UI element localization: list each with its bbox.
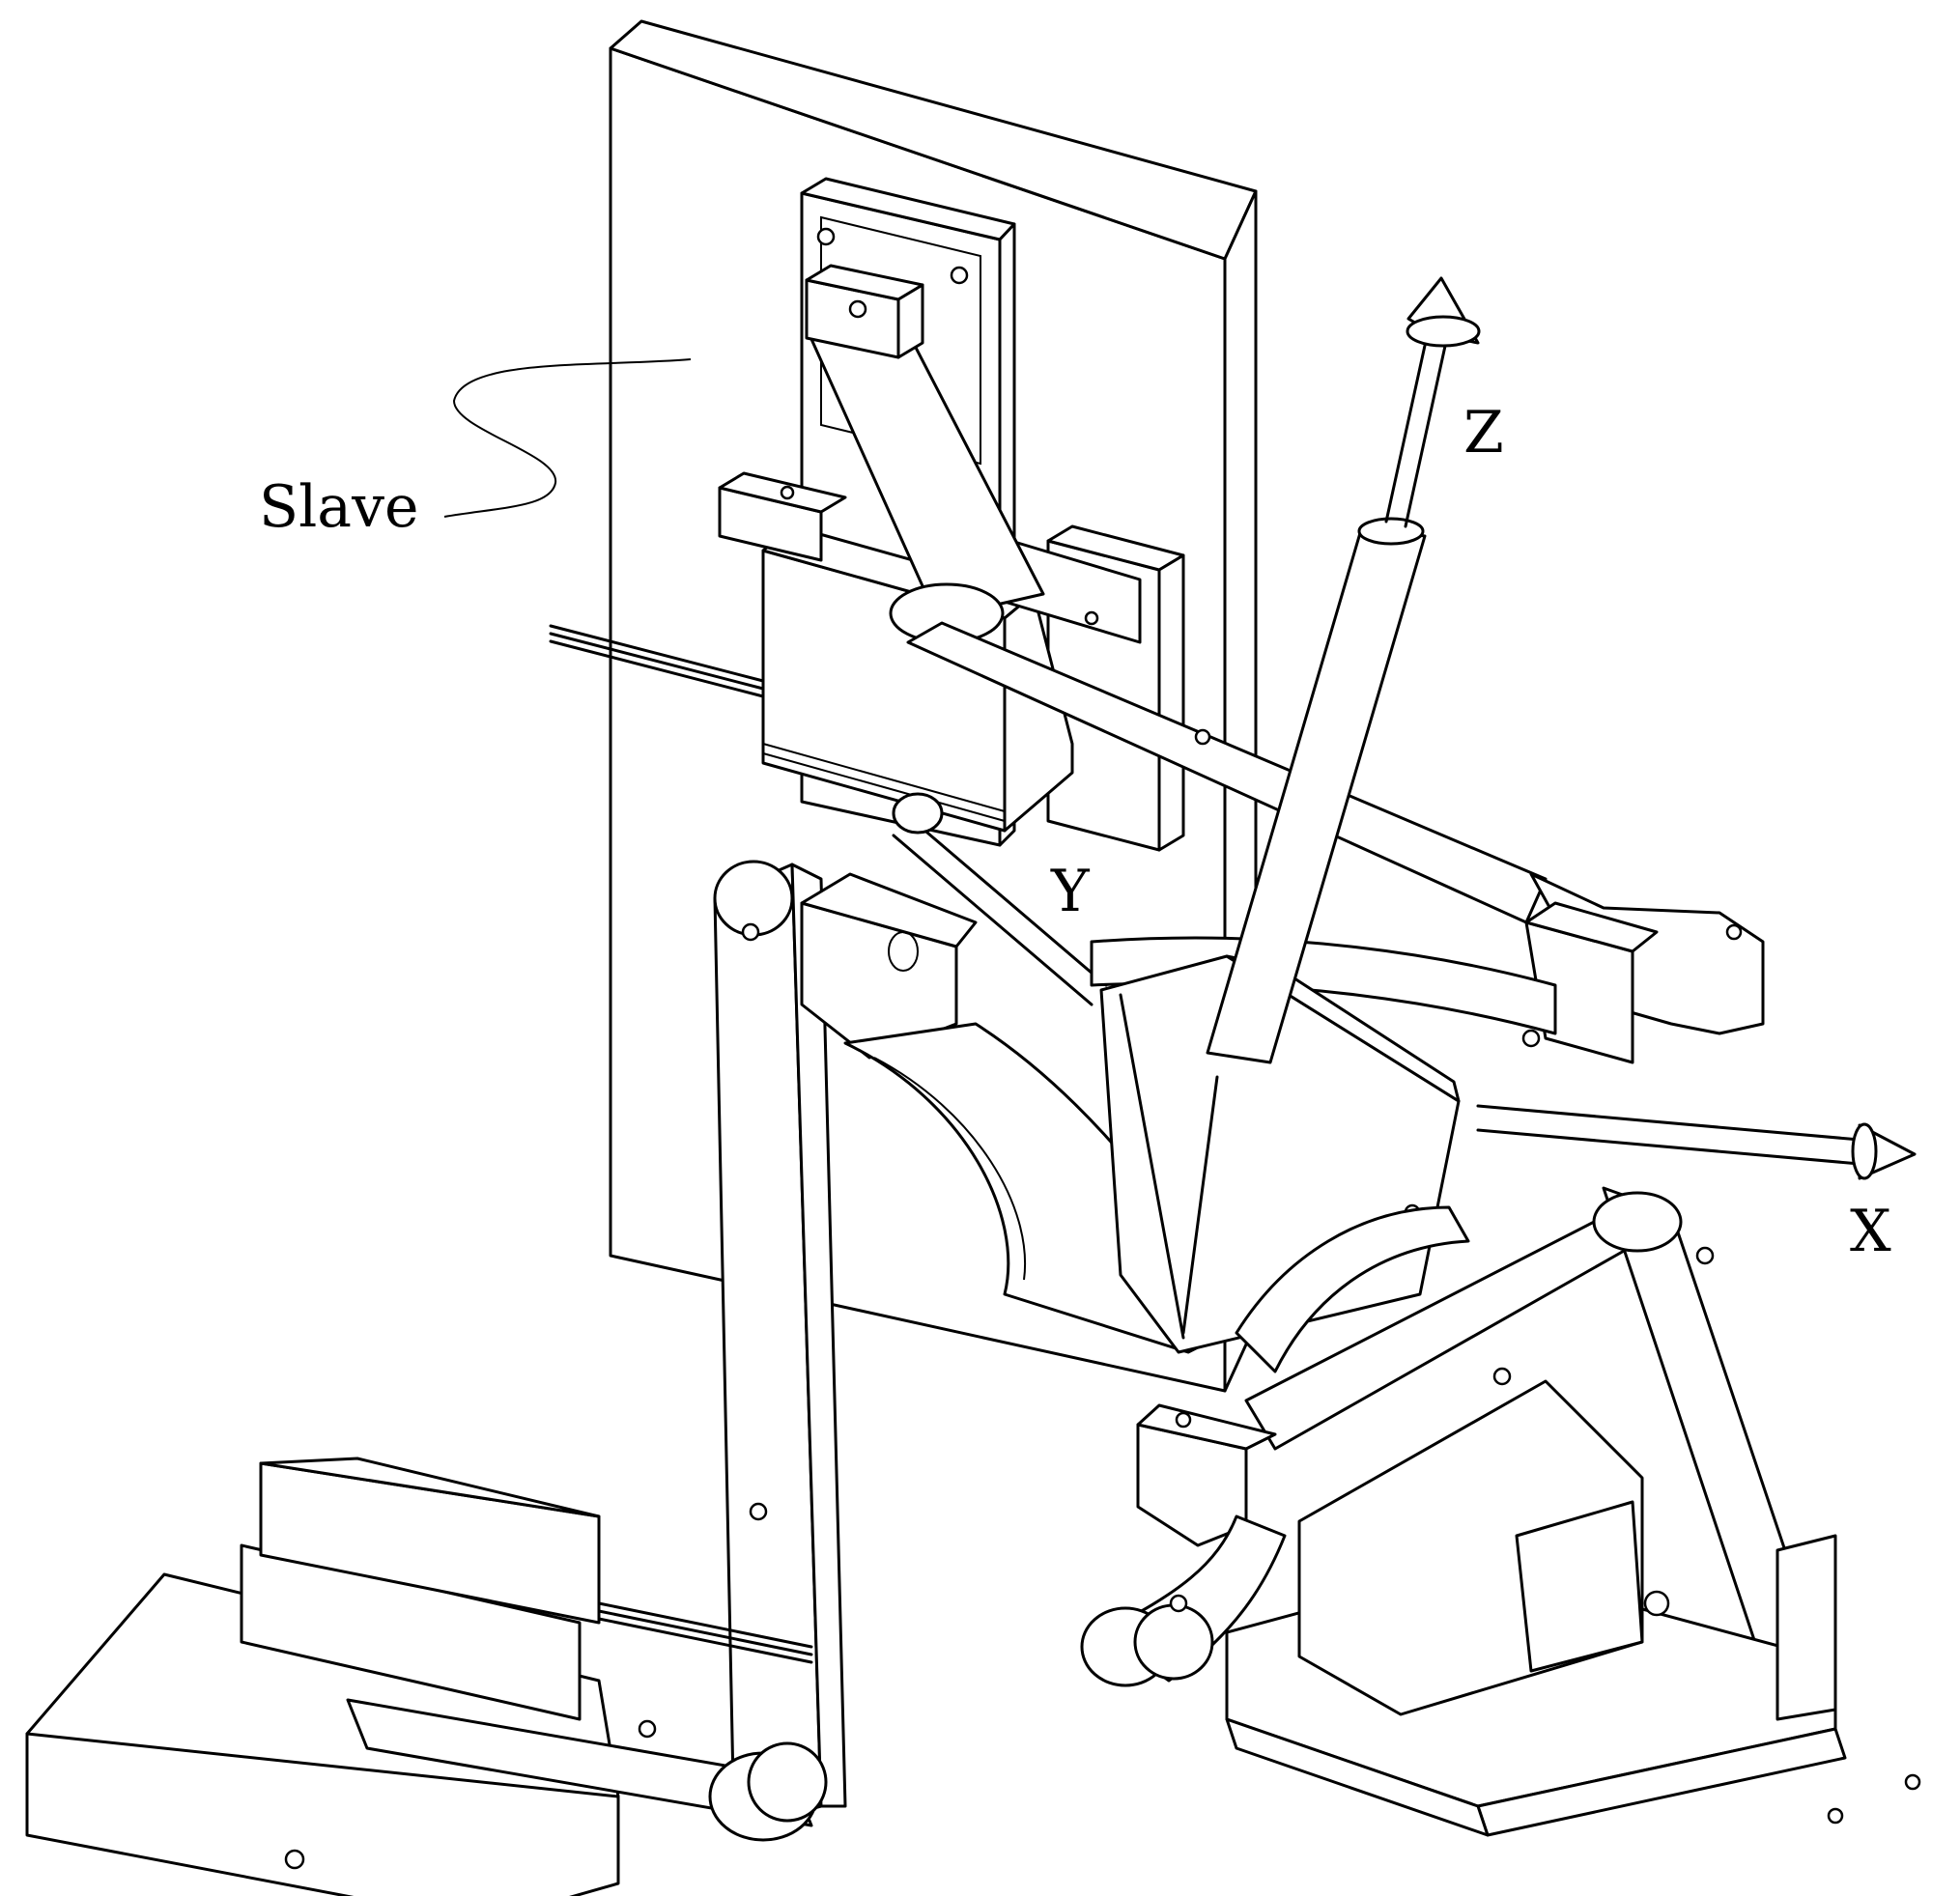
z-axis-label: Z [1463, 399, 1504, 467]
x-axis-label: X [1850, 1198, 1891, 1265]
master-right-base [1225, 1379, 1921, 1837]
master-left-lever [713, 860, 978, 1832]
master-left-crank [346, 1698, 828, 1842]
slave-link-upper [805, 264, 1045, 644]
slave-link-long [906, 621, 1765, 1064]
slave-label: Slave [259, 473, 418, 541]
slave-leader-line [443, 358, 692, 518]
z-axis-arrow [1206, 276, 1481, 1064]
master-left-base [25, 1457, 813, 1896]
x-axis-arrow [1476, 1104, 1917, 1180]
y-axis-label: Y [1050, 858, 1091, 925]
master-right-crank [1080, 1514, 1287, 1687]
y-axis-arrow [892, 792, 1108, 1006]
